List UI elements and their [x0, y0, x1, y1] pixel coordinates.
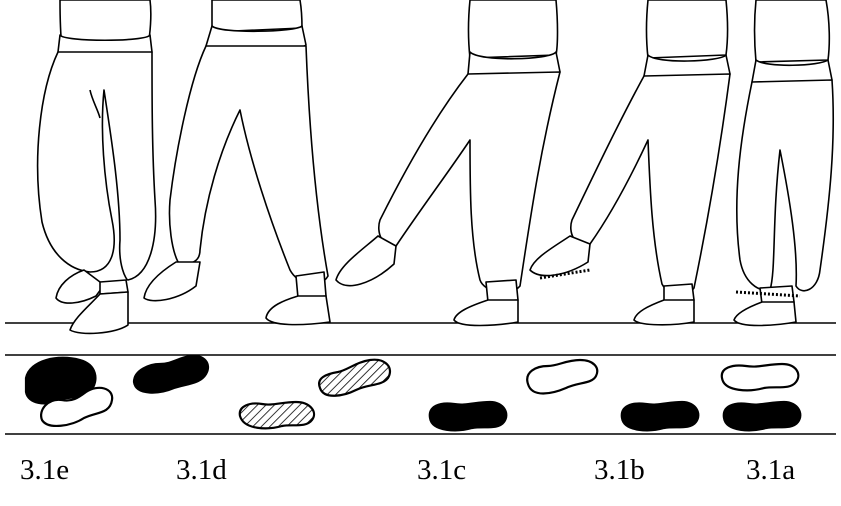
walker-figure-e: [38, 0, 156, 333]
caption-3-1c: 3.1c: [417, 456, 466, 485]
footprint-a-black: [724, 402, 801, 430]
caption-3-1b: 3.1b: [594, 456, 645, 485]
footprint-b-black: [622, 402, 699, 430]
walker-figure-b: [530, 0, 730, 325]
walker-figure-d: [144, 0, 330, 325]
caption-3-1a: 3.1a: [746, 456, 795, 485]
walker-figure-c: [336, 0, 560, 326]
footprint-d-hatched-2: [319, 360, 390, 396]
caption-3-1e: 3.1e: [20, 456, 69, 485]
footprint-c-black: [430, 402, 507, 430]
footprint-a-outline: [722, 364, 799, 390]
caption-3-1d: 3.1d: [176, 456, 227, 485]
footprint-d-black: [134, 356, 208, 393]
footprint-c-outline: [527, 360, 597, 394]
walker-figure-a: [734, 0, 833, 326]
footprint-d-hatched-1: [240, 402, 314, 428]
footprints: [26, 356, 800, 431]
